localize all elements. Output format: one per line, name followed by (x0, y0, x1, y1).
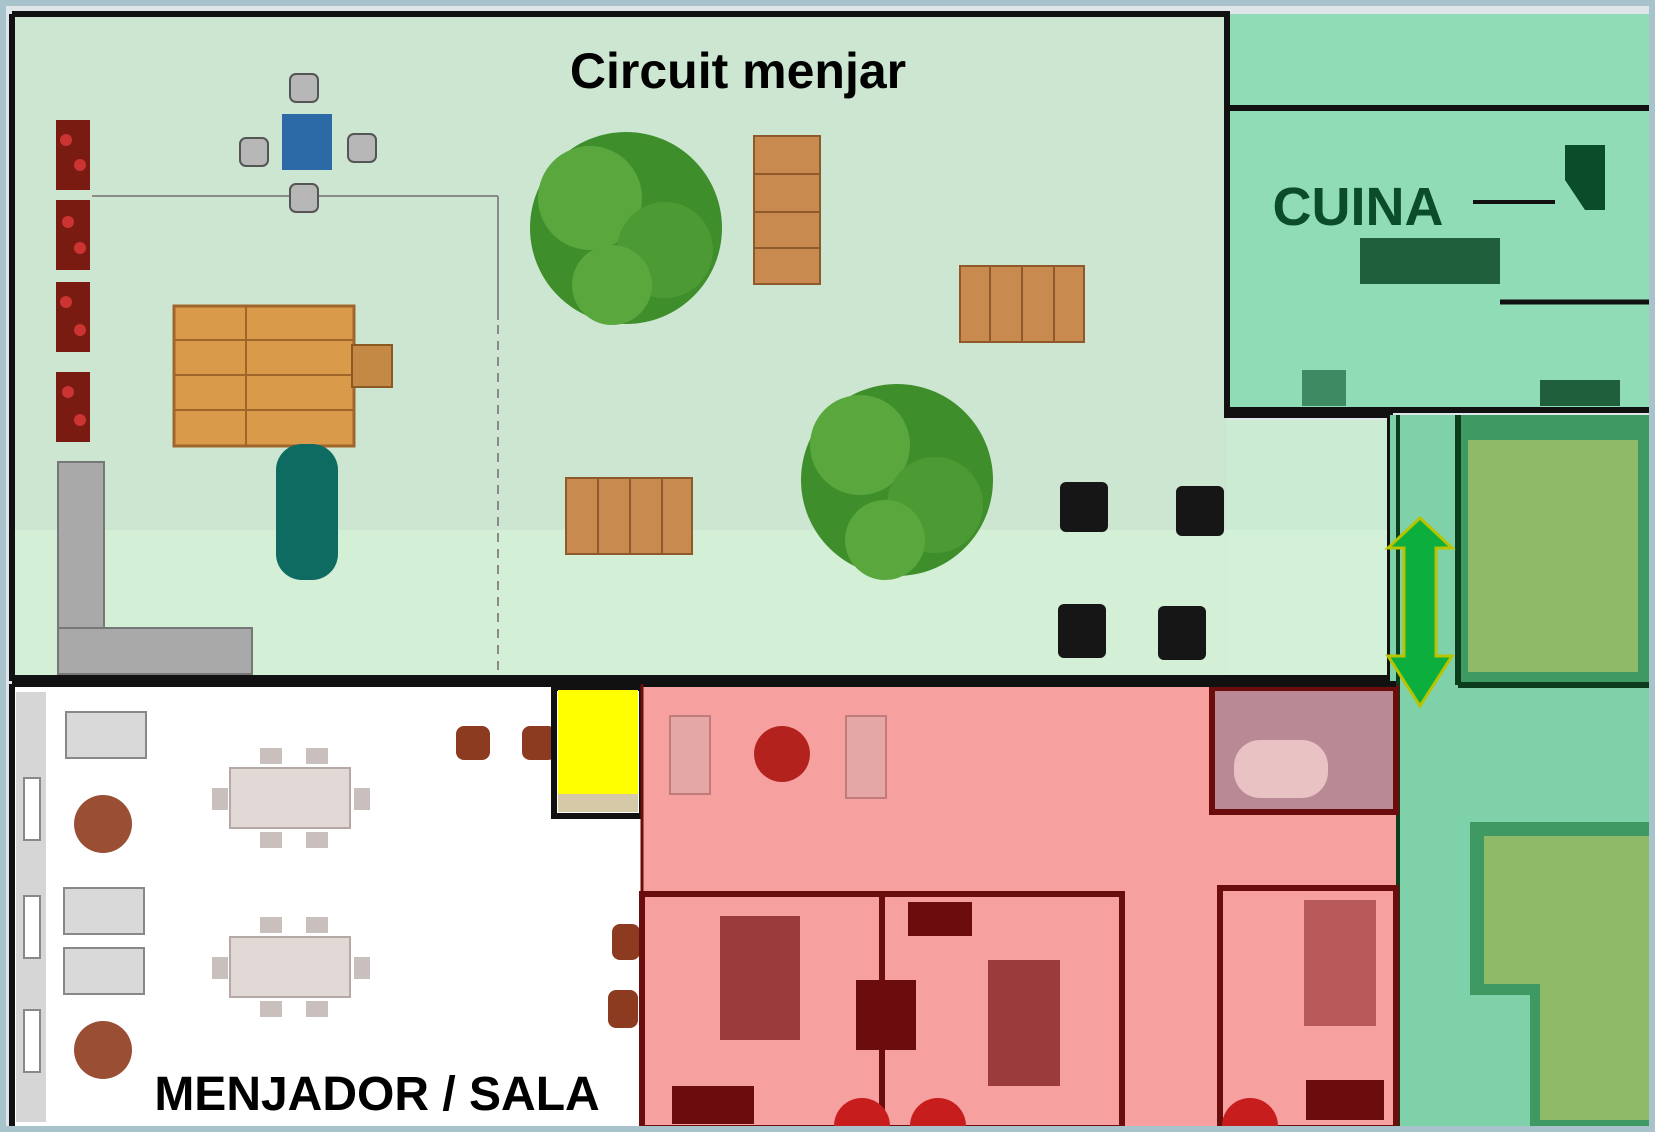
chair-icon (289, 183, 319, 213)
chair-icon (456, 726, 640, 1028)
chair-icon (289, 73, 319, 103)
bed-icon (1304, 900, 1376, 1026)
bed-icon (720, 916, 800, 1040)
tree-icon (530, 132, 722, 325)
corridor-zone (1390, 415, 1655, 1130)
picnic-table-icon (239, 73, 377, 213)
chair-icon (1058, 482, 1224, 660)
garden-title: Circuit menjar (570, 43, 906, 99)
picnic-table-icon (959, 265, 1085, 343)
chair-icon (239, 137, 269, 167)
tree-icon (801, 384, 993, 580)
round-table-icon (74, 795, 132, 1079)
highlight-yellow (558, 690, 638, 794)
bench-icon (63, 711, 147, 995)
bench-icon (57, 461, 253, 675)
chair-icon (347, 133, 377, 163)
dining-table-icon (212, 748, 370, 1017)
kitchen-zone (1224, 14, 1655, 413)
bedroom-zone (639, 684, 1399, 1131)
flower-planter-icon (56, 120, 90, 442)
slide-icon (276, 444, 338, 580)
bathtub-icon (1234, 740, 1328, 798)
kitchen-title: CUINA (1273, 177, 1444, 237)
picnic-table-icon (753, 135, 821, 285)
picnic-table-icon (565, 477, 693, 555)
bed-icon (988, 960, 1060, 1086)
dining-title: MENJADOR / SALA (154, 1068, 599, 1121)
playhouse-icon (172, 304, 393, 448)
double-arrow-icon (1384, 515, 1456, 709)
